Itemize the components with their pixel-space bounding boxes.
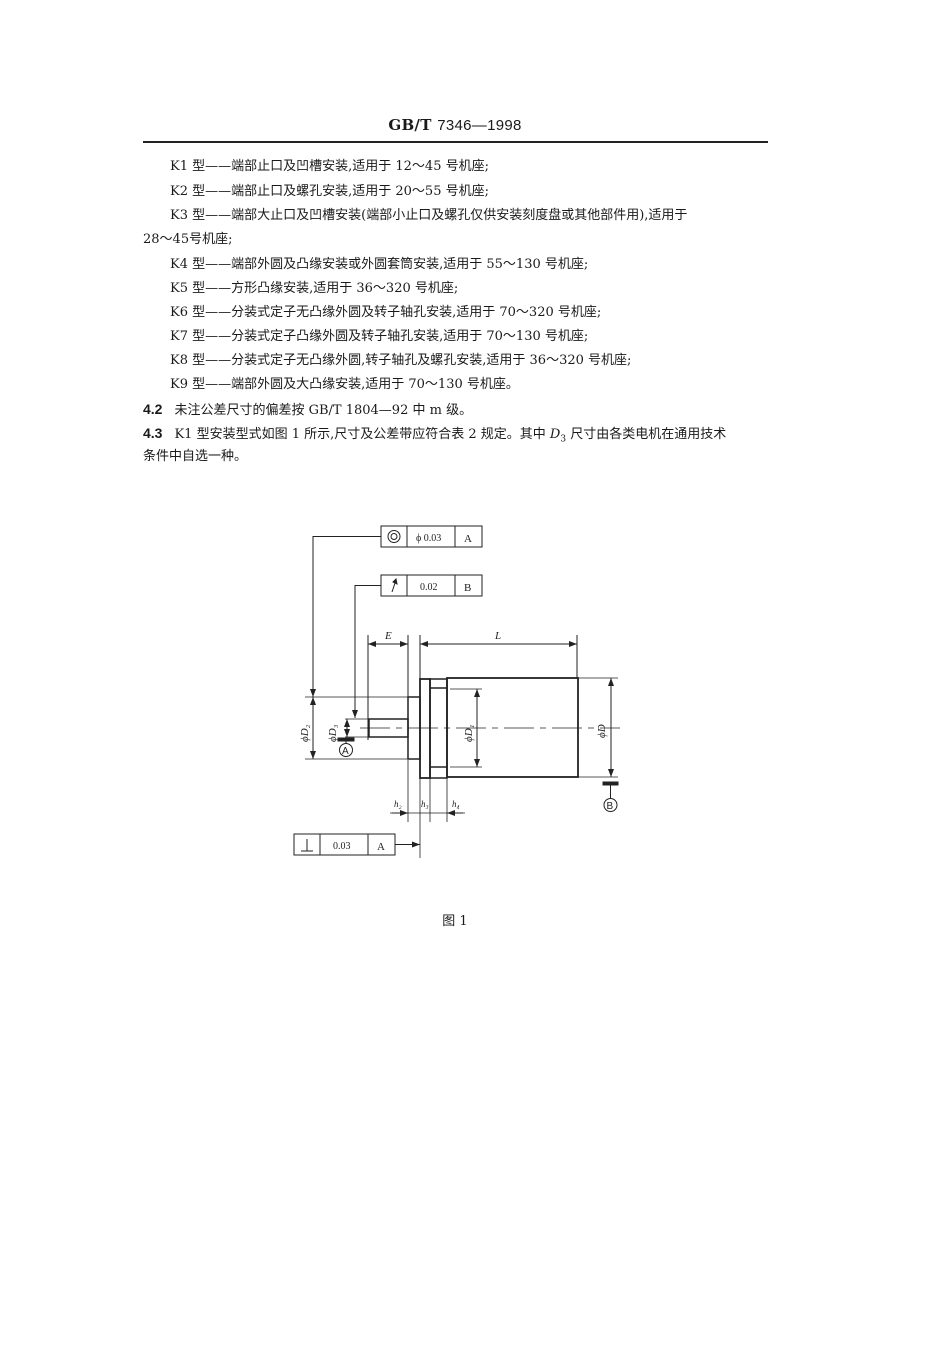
svg-text:h₂: h₂ <box>394 799 402 809</box>
svg-text:E: E <box>384 630 392 642</box>
type-item-k9: K9 型——端部外圆及大凸缘安装,适用于 70～130 号机座。 <box>170 376 519 394</box>
section-text: 未注公差尺寸的偏差按 GB/T 1804—92 中 m 级。 <box>174 403 473 418</box>
datum-a-marker <box>337 737 355 742</box>
flange-inner <box>429 678 448 779</box>
type-code: K5 型 <box>170 281 206 296</box>
header-rule <box>143 141 768 143</box>
svg-text:h₃: h₃ <box>421 799 429 809</box>
spigot <box>407 696 421 760</box>
svg-text:A: A <box>342 746 349 757</box>
type-desc: ——端部止口及凹槽安装,适用于 12～45 号机座; <box>205 159 489 174</box>
svg-text:ϕD₁: ϕD₁ <box>463 724 475 742</box>
type-code: K4 型 <box>170 257 206 272</box>
type-desc: ——端部止口及螺孔安装,适用于 20～55 号机座; <box>205 184 489 199</box>
concentricity-icon <box>387 530 401 543</box>
svg-text:0.02: 0.02 <box>420 582 438 593</box>
type-code: K6 型 <box>170 305 206 320</box>
type-item-k2: K2 型——端部止口及螺孔安装,适用于 20～55 号机座; <box>170 183 489 201</box>
section-4-3-continuation: 条件中自选一种。 <box>143 449 248 464</box>
section-number: 4.3 <box>143 425 163 441</box>
section-4-3: 4.3 K1 型安装型式如图 1 所示,尺寸及公差带应符合表 2 规定。其中 D3… <box>143 424 726 449</box>
type-desc: ——方形凸缘安装,适用于 36～320 号机座; <box>205 281 459 296</box>
section-4-2: 4.2 未注公差尺寸的偏差按 GB/T 1804—92 中 m 级。 <box>143 400 472 420</box>
type-code: K1 型 <box>170 159 206 174</box>
type-code: K9 型 <box>170 377 206 392</box>
type-code: K8 型 <box>170 353 206 368</box>
variable-subscript: 3 <box>560 434 567 445</box>
type-code: K2 型 <box>170 184 206 199</box>
section-text: K1 型安装型式如图 1 所示,尺寸及公差带应符合表 2 规定。其中 <box>174 427 550 442</box>
datum-a-circle <box>339 743 353 757</box>
type-desc: ——分装式定子凸缘外圆及转子轴孔安装,适用于 70～130 号机座; <box>205 329 589 344</box>
variable-d: D <box>549 427 561 442</box>
type-code: K7 型 <box>170 329 206 344</box>
datum-b-marker <box>602 781 619 786</box>
section-text-after: 尺寸由各类电机在通用技术 <box>566 427 727 442</box>
type-desc: ——端部大止口及凹槽安装(端部小止口及螺孔仅供安装刻度盘或其他部件用),适用于 <box>205 208 688 223</box>
svg-text:L: L <box>494 630 501 642</box>
runout-arrow-icon <box>391 579 397 593</box>
type-desc: ——分装式定子无凸缘外圆及转子轴孔安装,适用于 70～320 号机座; <box>205 305 602 320</box>
svg-text:ϕD₂: ϕD₂ <box>299 724 311 742</box>
svg-text:B: B <box>464 582 471 594</box>
svg-text:A: A <box>464 533 472 545</box>
type-item-k5: K5 型——方形凸缘安装,适用于 36～320 号机座; <box>170 280 458 298</box>
document-header: GB/T 7346—1998 <box>0 116 910 134</box>
motor-body <box>446 677 579 778</box>
shaft <box>368 718 409 738</box>
tolerance-frame-concentricity: ϕ 0.03 A <box>310 525 483 697</box>
svg-text:ϕD: ϕD <box>596 724 608 738</box>
type-item-k8: K8 型——分装式定子无凸缘外圆,转子轴孔及螺孔安装,适用于 36～320 号机… <box>170 352 631 370</box>
type-code: K3 型 <box>170 208 206 223</box>
type-desc: ——端部外圆及大凸缘安装,适用于 70～130 号机座。 <box>205 377 519 392</box>
tolerance-frame-runout: 0.02 B <box>352 574 483 718</box>
type-desc: ——分装式定子无凸缘外圆,转子轴孔及螺孔安装,适用于 36～320 号机座; <box>205 353 632 368</box>
tolerance-frame-perpendicularity: 0.03 A <box>293 833 420 856</box>
standard-number: 7346—1998 <box>437 117 522 134</box>
flange-outer <box>419 678 431 779</box>
svg-text:A: A <box>377 841 385 853</box>
svg-text:ϕ 0.03: ϕ 0.03 <box>416 533 441 544</box>
svg-text:0.03: 0.03 <box>333 841 351 852</box>
type-item-k1: K1 型——端部止口及凹槽安装,适用于 12～45 号机座; <box>170 158 489 176</box>
section-number: 4.2 <box>143 401 163 417</box>
type-desc: ——端部外圆及凸缘安装或外圆套筒安装,适用于 55～130 号机座; <box>205 257 589 272</box>
svg-text:ϕD₃: ϕD₃ <box>327 724 339 742</box>
type-item-k4: K4 型——端部外圆及凸缘安装或外圆套筒安装,适用于 55～130 号机座; <box>170 256 588 274</box>
svg-text:h₄: h₄ <box>452 799 460 809</box>
svg-text:B: B <box>607 801 614 812</box>
type-item-k3-continuation: 28～45号机座; <box>143 232 233 247</box>
type-item-k7: K7 型——分装式定子凸缘外圆及转子轴孔安装,适用于 70～130 号机座; <box>170 328 588 346</box>
type-item-k3: K3 型——端部大止口及凹槽安装(端部小止口及螺孔仅供安装刻度盘或其他部件用),… <box>170 207 687 225</box>
figure-caption: 图 1 <box>442 914 468 929</box>
datum-b-circle <box>603 798 618 812</box>
standard-prefix: GB/T <box>388 116 432 134</box>
type-item-k6: K6 型——分装式定子无凸缘外圆及转子轴孔安装,适用于 70～320 号机座; <box>170 304 601 322</box>
